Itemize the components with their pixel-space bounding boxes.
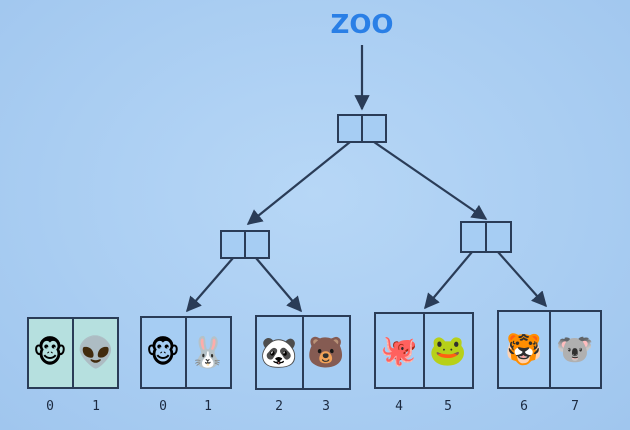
index-label: 2 [275,399,283,414]
index-label: 1 [92,399,100,414]
index-label: 0 [46,399,54,414]
panda-icon: 🐼 [260,335,298,371]
leaf-cell [549,310,602,389]
index-label: 7 [571,399,579,414]
leaf-cell [497,310,551,389]
leaf-group-3: 🐙 🐸 4 5 [374,312,474,414]
leaf-cell [72,317,119,389]
edge-right-to-leaf-c [424,251,473,310]
index-label: 0 [159,399,167,414]
edge-root-to-right [373,141,488,220]
alien-icon: 👽 [77,334,114,371]
left-node [220,230,270,259]
leaf-group-0: 🐵 👽 0 1 [27,317,119,414]
leaf-cell [423,312,474,389]
leaf-group-2: 🐼 🐻 2 3 [255,315,351,414]
monkey-icon: 🐵 [33,336,68,371]
octopus-icon: 🐙 [380,334,417,369]
leaf-group-4: 🐯 🐨 6 7 [497,310,602,414]
bear-icon: 🐻 [307,334,344,371]
right-node [460,221,512,253]
rabbit-icon: 🐰 [189,335,226,371]
monkey-icon: 🐵 [146,336,181,371]
leaf-cell [185,316,232,389]
index-label: 6 [520,399,528,414]
edge-root-to-left [246,141,351,225]
tiger-icon: 🐯 [505,331,542,368]
root-node [337,114,387,143]
index-label: 1 [204,399,212,414]
leaf-cell [302,315,351,390]
index-label: 3 [322,399,330,414]
index-label: 4 [395,399,403,414]
leaf-cell [140,316,187,389]
root-label: ZOO [330,10,393,40]
frog-icon: 🐸 [429,334,466,369]
edge-left-to-leaf-a [185,257,234,313]
edge-right-to-leaf-d [497,251,548,308]
koala-icon: 🐨 [556,333,593,368]
index-label: 5 [444,399,452,414]
edge-left-to-leaf-b [255,257,302,313]
leaf-group-1: 🐵 🐰 0 1 [140,316,232,414]
